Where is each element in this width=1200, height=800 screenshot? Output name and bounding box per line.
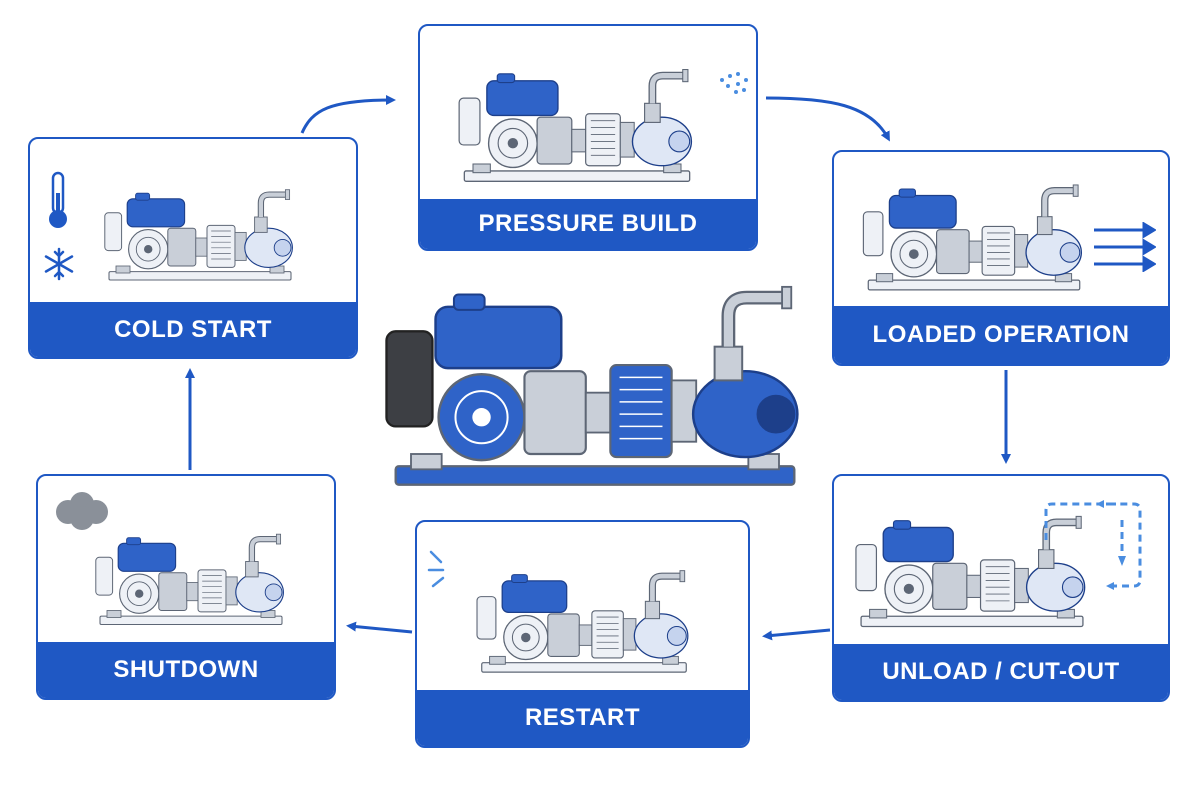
thermometer-icon xyxy=(46,171,70,236)
arrow-cold-to-pressure xyxy=(300,95,396,134)
pump-illustration xyxy=(420,26,756,190)
pump-illustration xyxy=(30,139,356,292)
pump-illustration xyxy=(417,522,748,680)
flow-arrows-icon xyxy=(1092,221,1157,277)
pump-illustration xyxy=(38,476,334,632)
snowflake-icon xyxy=(42,247,76,286)
arrow-unload-to-restart xyxy=(762,628,831,641)
stage-label: UNLOAD / CUT-OUT xyxy=(834,644,1168,700)
stage-card-restart: RESTART xyxy=(415,520,750,748)
stage-label: COLD START xyxy=(30,302,356,357)
pump-illustration xyxy=(834,476,1168,636)
water-spray-icon xyxy=(716,70,750,105)
stage-card-loaded-operation: LOADED OPERATION xyxy=(832,150,1170,366)
pump-illustration xyxy=(834,152,1168,298)
engine-driven-pump-set-image xyxy=(365,270,825,500)
arrow-restart-to-shutdown xyxy=(346,621,413,634)
arrow-pressure-to-loaded xyxy=(765,96,890,142)
stage-label: PRESSURE BUILD xyxy=(420,199,756,249)
stage-label: LOADED OPERATION xyxy=(834,306,1168,364)
stage-label: SHUTDOWN xyxy=(38,642,334,698)
stage-card-shutdown: SHUTDOWN xyxy=(36,474,336,700)
stage-card-pressure-build: PRESSURE BUILD xyxy=(418,24,758,251)
recirculation-loop-icon xyxy=(1040,500,1152,597)
stage-label: RESTART xyxy=(417,690,748,746)
smoke-cloud-icon xyxy=(52,490,110,537)
stage-card-cold-start: COLD START xyxy=(28,137,358,359)
spark-lines-icon xyxy=(427,548,461,593)
stage-card-unload-cut-out: UNLOAD / CUT-OUT xyxy=(832,474,1170,702)
